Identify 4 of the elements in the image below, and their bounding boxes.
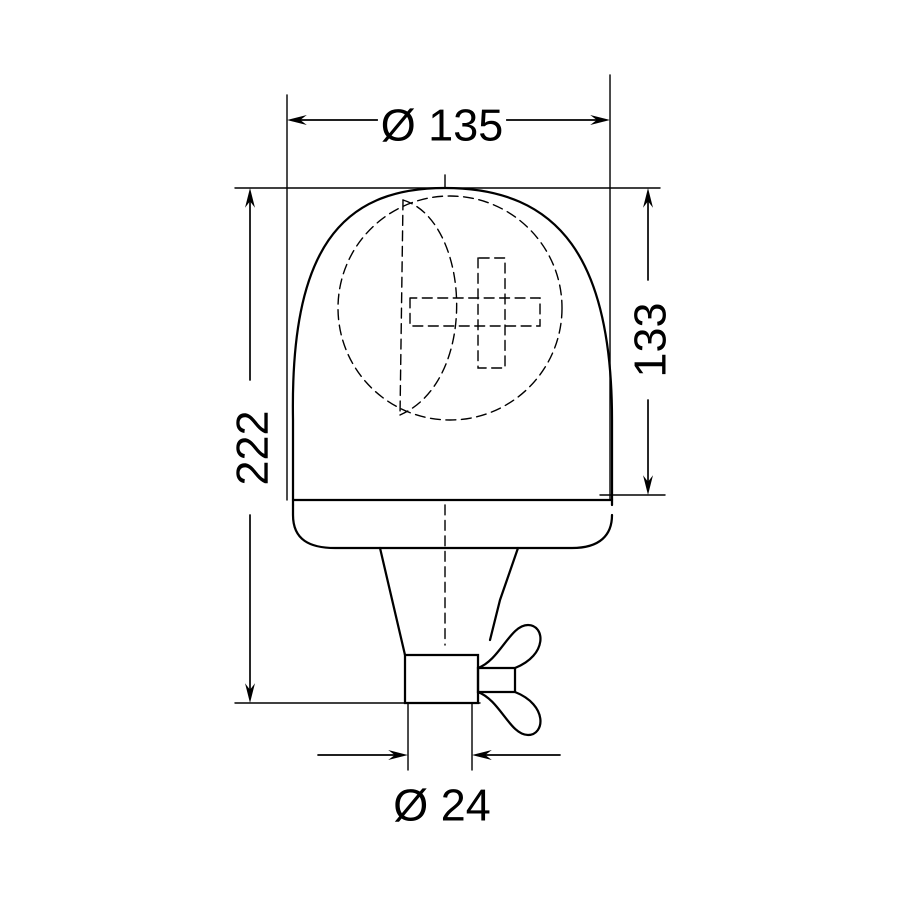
dimension-label: 133 xyxy=(631,300,669,380)
dimension-label: 222 xyxy=(233,408,271,488)
dimension-label: Ø 135 xyxy=(378,106,506,144)
dimension-label: Ø 24 xyxy=(390,786,494,824)
